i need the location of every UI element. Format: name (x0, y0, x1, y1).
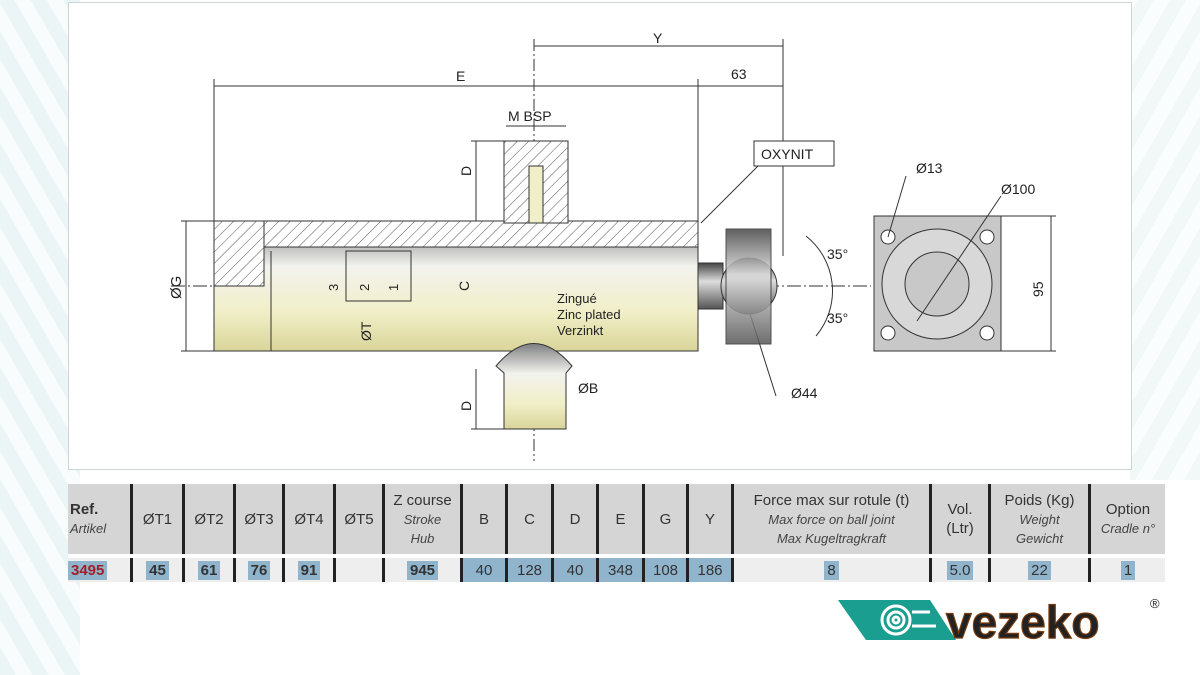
header-vol: Vol.(Ltr) (930, 484, 991, 556)
header-t1: ØT1 (131, 484, 185, 556)
header-t3: ØT3 (234, 484, 285, 556)
trunnion (495, 343, 573, 430)
oxynit-label: OXYNIT (761, 146, 814, 162)
cylinder-drawing-svg: E Y 63 M BSP D D OXYNIT ØG 3 2 1 C ØT Zi… (168, 30, 1056, 461)
cell-y: 186 (687, 554, 734, 582)
cell-weight: 22 (989, 554, 1091, 582)
header-ref: Ref.Artikel (68, 484, 133, 556)
stage-1-label: 1 (386, 284, 401, 291)
cell-t4: 91 (283, 554, 336, 582)
cell-e: 348 (597, 554, 645, 582)
finish-en-label: Zinc plated (557, 307, 621, 322)
header-g: G (643, 484, 689, 556)
header-y: Y (687, 484, 734, 556)
cell-vol: 5.0 (930, 554, 991, 582)
header-b: B (461, 484, 508, 556)
table-header-row: Ref.Artikel ØT1 ØT2 ØT3 ØT4 ØT5 Z course… (68, 484, 1165, 556)
header-t5: ØT5 (334, 484, 385, 556)
dim-y-label: Y (653, 30, 663, 46)
registered-mark: ® (1150, 596, 1160, 611)
specs-table: Ref.Artikel ØT1 ØT2 ØT3 ØT4 ØT5 Z course… (68, 484, 1165, 582)
header-force: Force max sur rotule (t)Max force on bal… (732, 484, 932, 556)
angle-top-label: 35° (827, 246, 848, 262)
logo-emblem-icon (838, 600, 956, 640)
cell-option: 1 (1089, 554, 1165, 582)
stage-2-label: 2 (357, 284, 372, 291)
dim-13-label: Ø13 (916, 160, 943, 176)
port-label: M BSP (508, 108, 552, 124)
dim-e-label: E (456, 68, 465, 84)
cell-t2: 61 (183, 554, 236, 582)
finish-fr-label: Zingué (557, 291, 597, 306)
brand-name: vezeko (946, 596, 1099, 642)
cell-t3: 76 (234, 554, 285, 582)
header-e: E (597, 484, 645, 556)
finish-de-label: Verzinkt (557, 323, 604, 338)
technical-drawing: E Y 63 M BSP D D OXYNIT ØG 3 2 1 C ØT Zi… (68, 2, 1132, 470)
cell-t5 (334, 554, 385, 582)
angle-bottom-label: 35° (827, 310, 848, 326)
cell-d: 40 (552, 554, 599, 582)
cell-ref: 3495 (68, 554, 133, 582)
dim-d-bottom-label: D (458, 401, 474, 411)
header-t4: ØT4 (283, 484, 336, 556)
cell-b: 40 (461, 554, 508, 582)
stage-3-label: 3 (326, 284, 341, 291)
table-row: 3495 45 61 76 91 945 40 128 40 348 108 1… (68, 554, 1165, 582)
header-d: D (552, 484, 599, 556)
header-t2: ØT2 (183, 484, 236, 556)
dim-d-top-label: D (458, 166, 474, 176)
dim-g-label: ØG (168, 276, 185, 299)
background-pattern (0, 0, 80, 675)
vezeko-logo: vezeko ® (838, 595, 1168, 649)
dim-63-label: 63 (731, 66, 747, 82)
dim-100-label: Ø100 (1001, 181, 1035, 197)
cell-stroke: 945 (383, 554, 463, 582)
background-pattern (1130, 0, 1200, 480)
dim-t-label: ØT (358, 321, 374, 341)
header-c: C (506, 484, 554, 556)
cell-g: 108 (643, 554, 689, 582)
dim-b-label: ØB (578, 380, 598, 396)
dim-95-label: 95 (1030, 281, 1046, 297)
dim-44-label: Ø44 (791, 385, 818, 401)
cell-t1: 45 (131, 554, 185, 582)
cell-force: 8 (732, 554, 932, 582)
dim-c-label: C (456, 281, 472, 291)
cell-c: 128 (506, 554, 554, 582)
